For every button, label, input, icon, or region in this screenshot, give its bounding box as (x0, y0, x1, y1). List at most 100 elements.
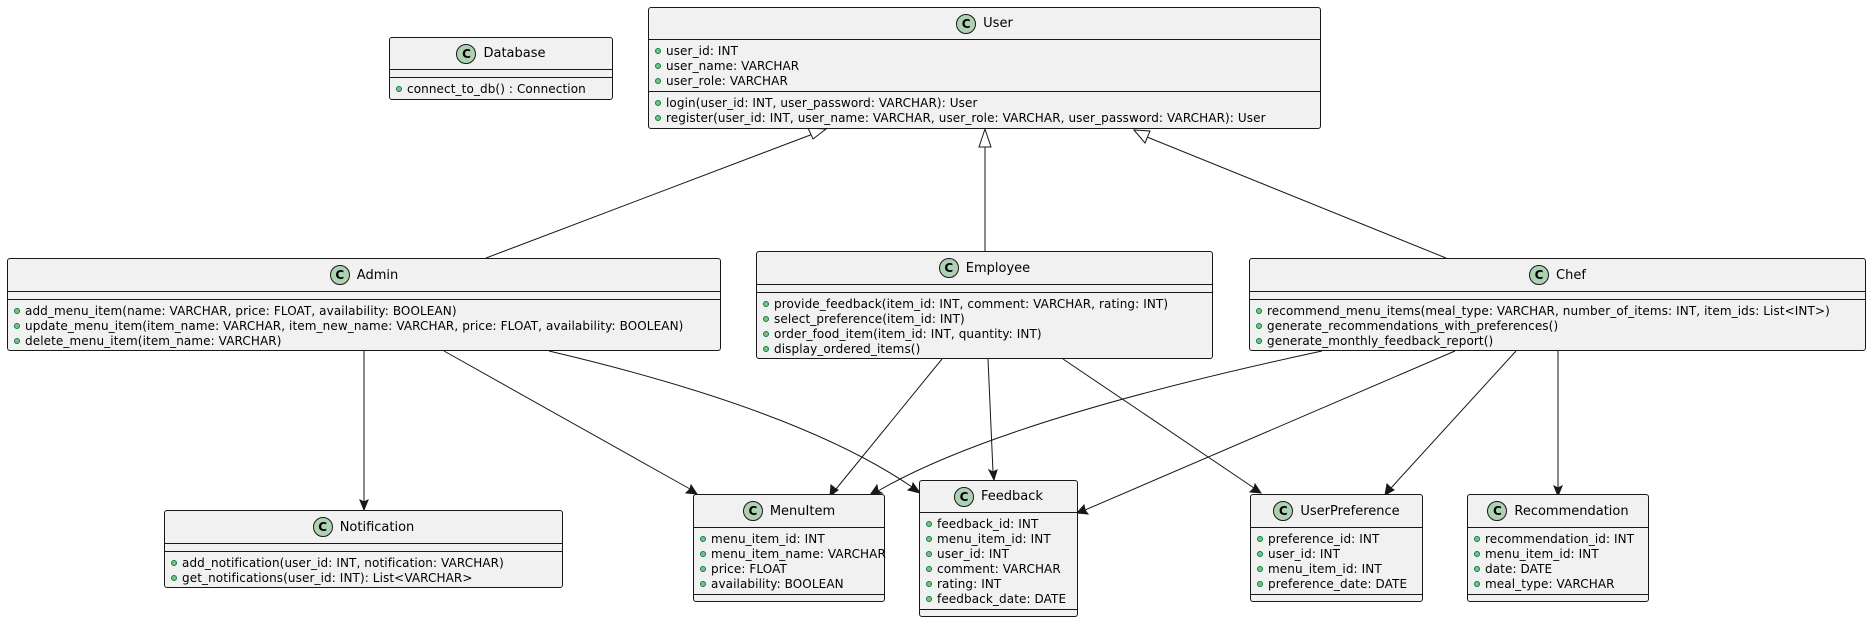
methods-section: add_menu_item(name: VARCHAR, price: FLOA… (8, 300, 720, 351)
attribute: menu_item_id: INT (694, 531, 884, 546)
method: provide_feedback(item_id: INT, comment: … (757, 296, 1212, 311)
class-header: C Chef (1250, 259, 1865, 292)
attribute: user_id: INT (649, 43, 1320, 58)
class-chef: C Chef recommend_menu_items(meal_type: V… (1249, 258, 1866, 351)
public-visibility-icon (926, 520, 932, 527)
attributes-section: menu_item_id: INT menu_item_name: VARCHA… (694, 528, 886, 595)
attribute: preference_id: INT (1251, 531, 1422, 546)
class-recommendation: C Recommendation recommendation_id: INT … (1467, 494, 1649, 602)
association-arrowhead (684, 483, 698, 495)
attribute: user_role: VARCHAR (649, 73, 1320, 88)
public-visibility-icon (926, 550, 932, 557)
public-visibility-icon (1474, 550, 1480, 557)
edge-admin-user-inheritance (485, 133, 814, 259)
methods-section: connect_to_db() : Connection (390, 78, 612, 99)
public-visibility-icon (700, 565, 706, 572)
attributes-section (1250, 292, 1865, 300)
class-header: C Admin (8, 259, 720, 292)
public-visibility-icon (763, 300, 769, 307)
edge-employee-userpreference (1062, 358, 1255, 489)
class-header: C Notification (165, 511, 562, 544)
class-stereotype-badge: C (456, 43, 477, 64)
attribute: menu_item_name: VARCHAR (694, 546, 886, 561)
method: add_notification(user_id: INT, notificat… (165, 555, 562, 570)
class-database: C Database connect_to_db() : Connection (389, 37, 613, 100)
public-visibility-icon (171, 559, 177, 566)
method: delete_menu_item(item_name: VARCHAR) (8, 333, 720, 348)
attributes-section (390, 70, 612, 78)
class-employee: C Employee provide_feedback(item_id: INT… (756, 251, 1213, 359)
association-arrowhead (868, 483, 884, 496)
class-header: C User (649, 8, 1320, 40)
edge-employee-feedback (987, 358, 994, 473)
class-header: C Database (390, 38, 612, 70)
methods-section (1468, 595, 1648, 603)
public-visibility-icon (396, 85, 402, 92)
public-visibility-icon (1257, 580, 1263, 587)
class-name: Database (483, 46, 546, 61)
public-visibility-icon (655, 99, 661, 106)
method: display_ordered_items() (757, 341, 1212, 356)
public-visibility-icon (1474, 535, 1480, 542)
class-menuitem: C MenuItem menu_item_id: INT menu_item_n… (693, 494, 886, 603)
class-name: MenuItem (769, 503, 836, 519)
public-visibility-icon (926, 565, 932, 572)
public-visibility-icon (926, 595, 932, 602)
edge-chef-user-inheritance (1146, 136, 1447, 259)
association-arrowhead (1248, 482, 1262, 494)
class-stereotype-badge: C (312, 517, 333, 537)
public-visibility-icon (926, 535, 932, 542)
attribute: feedback_id: INT (920, 516, 1077, 531)
attribute: menu_item_id: INT (1468, 546, 1648, 561)
method: order_food_item(item_id: INT, quantity: … (757, 326, 1212, 341)
class-user: C User user_id: INT user_name: VARCHAR u… (648, 7, 1321, 129)
public-visibility-icon (655, 47, 661, 54)
class-header: C Feedback (920, 481, 1077, 513)
method: select_preference(item_id: INT) (757, 311, 1212, 326)
public-visibility-icon (655, 77, 661, 84)
class-name: User (983, 16, 1013, 31)
association-arrowhead (987, 468, 998, 482)
public-visibility-icon (1257, 535, 1263, 542)
method: register(user_id: INT, user_name: VARCHA… (649, 110, 1320, 125)
class-name: Feedback (981, 489, 1043, 504)
public-visibility-icon (14, 322, 20, 329)
class-name: Recommendation (1514, 503, 1629, 519)
methods-section: recommend_menu_items(meal_type: VARCHAR,… (1250, 300, 1865, 351)
attributes-section: user_id: INT user_name: VARCHAR user_rol… (649, 40, 1320, 92)
class-header: C Employee (757, 252, 1212, 285)
class-name: Employee (965, 260, 1031, 276)
association-arrowhead (829, 484, 839, 498)
public-visibility-icon (763, 345, 769, 352)
class-feedback: C Feedback feedback_id: INT menu_item_id… (919, 480, 1078, 617)
methods-section (694, 595, 884, 603)
class-userpreference: C UserPreference preference_id: INT user… (1250, 494, 1423, 602)
public-visibility-icon (1474, 580, 1480, 587)
method: get_notifications(user_id: INT): List<VA… (165, 570, 562, 585)
method: add_menu_item(name: VARCHAR, price: FLOA… (8, 303, 720, 318)
public-visibility-icon (763, 330, 769, 337)
attribute: availability: BOOLEAN (694, 576, 884, 591)
attribute: recommendation_id: INT (1468, 531, 1648, 546)
attribute: meal_type: VARCHAR (1468, 576, 1648, 591)
edge-chef-menuitem (877, 350, 1323, 492)
public-visibility-icon (14, 307, 20, 314)
attribute: user_name: VARCHAR (649, 58, 1320, 73)
public-visibility-icon (700, 580, 706, 587)
method: generate_monthly_feedback_report() (1250, 333, 1865, 348)
inheritance-arrowhead (978, 127, 992, 148)
attribute: feedback_date: DATE (920, 591, 1077, 606)
class-name: Notification (339, 519, 415, 535)
public-visibility-icon (1257, 565, 1263, 572)
methods-section (1251, 595, 1422, 603)
public-visibility-icon (700, 535, 706, 542)
attribute: user_id: INT (1251, 546, 1422, 561)
class-stereotype-badge: C (1529, 265, 1550, 285)
inheritance-arrowhead (1132, 129, 1151, 144)
class-name: Chef (1556, 267, 1586, 283)
association-arrowhead (1384, 482, 1395, 496)
class-stereotype-badge: C (742, 501, 763, 521)
class-name: Admin (356, 267, 399, 283)
attributes-section (757, 285, 1212, 293)
